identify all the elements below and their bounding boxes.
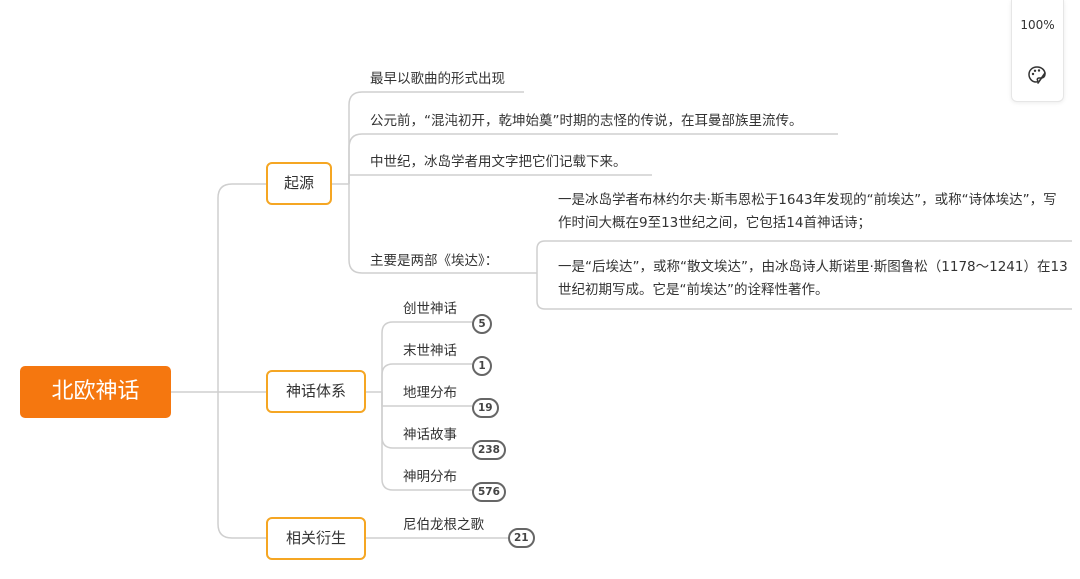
count-badge[interactable]: 5 [472,314,492,334]
origin-item-1[interactable]: 最早以歌曲的形式出现 [370,71,505,87]
root-node[interactable]: 北欧神话 [20,366,171,418]
count-badge[interactable]: 19 [472,398,499,418]
system-item-geography[interactable]: 地理分布 [403,385,457,401]
system-item-creation[interactable]: 创世神话 [403,301,457,317]
palette-icon[interactable] [1026,64,1048,86]
branch-system[interactable]: 神话体系 [266,370,366,413]
count-badge[interactable]: 1 [472,356,492,376]
count-badge[interactable]: 21 [508,528,535,548]
system-item-ragnarok[interactable]: 末世神话 [403,343,457,359]
zoom-level[interactable]: 100% [1020,18,1055,32]
branch-derivative[interactable]: 相关衍生 [266,517,366,560]
edda-item-1[interactable]: 一是冰岛学者布林约尔夫·斯韦恩松于1643年发现的“前埃达”，或称“诗体埃达”，… [558,192,1057,231]
edda-item-2[interactable]: 一是“后埃达”，或称“散文埃达”，由冰岛诗人斯诺里·斯图鲁松（1178～1241… [558,259,1068,298]
system-item-stories[interactable]: 神话故事 [403,427,457,443]
count-badge[interactable]: 238 [472,440,506,460]
system-item-deities[interactable]: 神明分布 [403,469,457,485]
origin-item-4[interactable]: 主要是两部《埃达》： [370,253,499,269]
derivative-item-nibelungenlied[interactable]: 尼伯龙根之歌 [403,517,484,533]
origin-item-2[interactable]: 公元前，“混沌初开，乾坤始奠”时期的志怪的传说，在耳曼部族里流传。 [370,113,803,129]
count-badge[interactable]: 576 [472,482,506,502]
zoom-panel: 100% [1011,0,1064,102]
origin-item-3[interactable]: 中世纪，冰岛学者用文字把它们记载下来。 [370,154,627,170]
branch-origin[interactable]: 起源 [266,162,332,205]
